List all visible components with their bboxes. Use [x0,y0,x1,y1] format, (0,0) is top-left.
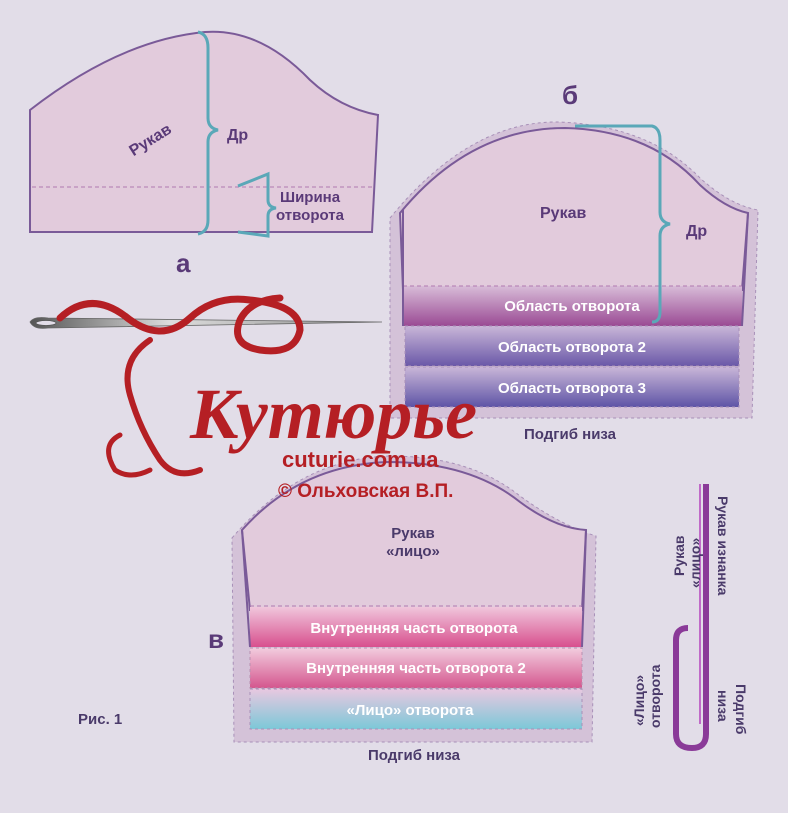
figure-b: Рукав Др Область отворота Область отворо… [389,80,759,443]
sleeve-label-v-1: Рукав [391,525,434,542]
cuff-width-label-a-2: отворота [276,207,345,224]
figure-v-letter: в [208,624,224,654]
cuff-band-b-label-3: Область отворота 3 [498,380,646,397]
fold-sleeve-face-2: «лицо» [687,538,703,588]
fold-sleeve-inside: Рукав изнанка [715,496,731,596]
thread-swirl-icon [56,294,304,355]
sleeve-v-outline [240,460,588,611]
cuff-band-v-label-1: Внутренняя часть отворота [310,620,518,637]
figure-a: Рукав Др Ширина отворота а [29,30,380,278]
cuff-band-b-1 [403,286,742,326]
figure-a-letter: а [176,248,191,278]
height-label-a: Др [227,127,248,144]
fold-diagram: Рукав «лицо» Рукав изнанка «Лицо» отворо… [631,484,749,752]
sleeve-label-b: Рукав [540,205,586,222]
height-label-b: Др [686,223,707,240]
fold-hem-1: Подгиб [733,684,749,735]
fold-line-outer [673,484,709,752]
figure-b-letter: б [562,80,578,110]
cuff-width-brace-a [237,171,277,238]
fold-sleeve-face-1: Рукав [671,535,687,576]
hem-label-b: Подгиб низа [524,426,617,443]
figure-caption: Рис. 1 [78,711,122,728]
cuff-width-label-a-1: Ширина [280,189,341,206]
height-brace-b [575,124,671,324]
logo-copyright: © Ольховская В.П. [278,481,453,502]
height-brace-a [197,30,219,236]
cuff-band-v-label-2: Внутренняя часть отворота 2 [306,660,526,677]
sleeve-label-v-2: «лицо» [386,543,440,560]
figure-v: Рукав «лицо» Внутренняя часть отворота В… [208,455,597,764]
logo-site: cuturie.com.ua [282,447,439,472]
logo: Кутюрье cuturie.com.ua © Ольховская В.П. [29,294,477,502]
cuff-band-b-label-2: Область отворота 2 [498,339,646,356]
logo-title: Кутюрье [189,374,477,454]
needle-icon [29,317,383,329]
hem-label-v: Подгиб низа [368,747,461,764]
cuff-band-v-3 [249,688,583,730]
fold-hem-2: низа [715,690,731,722]
fold-cuff-face-2: отворота [647,664,663,728]
cuff-band-b-label-1: Область отворота [504,298,640,315]
cuff-band-b-3 [404,366,740,408]
cuff-band-v-2 [249,647,583,689]
cuff-band-v-1 [250,607,582,647]
cuff-band-b-2 [404,325,740,367]
fold-cuff-face-1: «Лицо» [631,675,647,726]
sleeve-a-outline [29,30,380,233]
cuff-band-v-label-3: «Лицо» отворота [347,702,475,719]
